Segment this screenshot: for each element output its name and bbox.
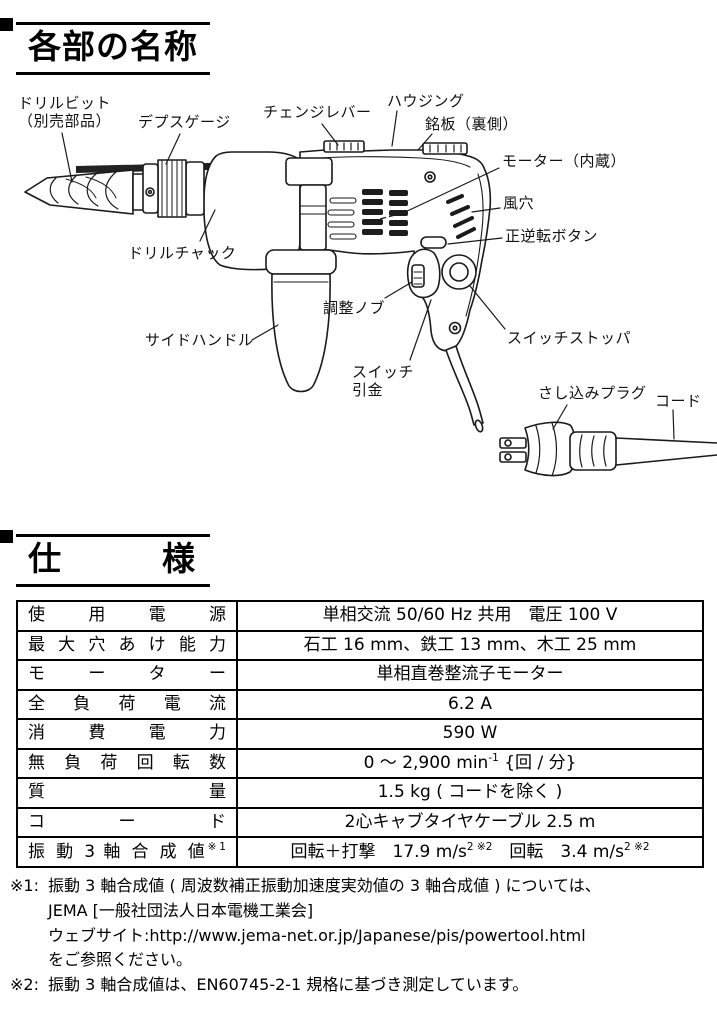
- part-label-switch-trigger: スイッチ 引金: [352, 363, 415, 399]
- motor-grille: [362, 189, 408, 236]
- spec-label-cell: モ ー タ ー: [16, 659, 238, 691]
- spec-section-title: 仕 様: [28, 539, 196, 578]
- spec-value-cell: 2心キャブタイヤケーブル 2.5 m: [236, 806, 704, 838]
- drill-bit-shape: [24, 169, 148, 215]
- part-label-drill-chuck: ドリルチャック: [128, 244, 237, 262]
- part-label-drill-bit: ドリルビット （別売部品）: [18, 94, 112, 130]
- leader-drill-bit: [61, 132, 73, 183]
- footnotes: ※1: 振動 3 軸合成値 ( 周波数補正振動加速度実効値の 3 軸合成値 ) …: [10, 874, 710, 998]
- spec-row-current: 全 負 荷 電 流 6.2 A: [16, 688, 704, 720]
- body-shape: [203, 140, 492, 352]
- footnote-2: ※2: 振動 3 軸合成値は、EN60745-2-1 規格に基づき測定しています…: [10, 973, 710, 998]
- part-label-switch-stopper: スイッチストッパ: [507, 329, 632, 347]
- spec-label-cell: 無 負 荷 回 転 数: [16, 747, 238, 779]
- spec-label-cell: 使 用 電 源: [16, 600, 238, 632]
- leader-switch-stopper: [469, 285, 506, 330]
- spec-value-cell: 590 W: [236, 718, 704, 750]
- spec-value-cell: 単相直巻整流子モーター: [236, 659, 704, 691]
- power-cord: [445, 345, 484, 433]
- side-handle-shape: [265, 157, 337, 393]
- section-header-parts: 各部の名称: [0, 18, 210, 75]
- leader-switch-trigger: [409, 299, 432, 361]
- spec-label-cell: 振 動 3 軸 合 成 値※1: [16, 836, 238, 868]
- parts-diagram: ドリルビット （別売部品） デプスゲージ チェンジレバー ハウジング 銘板（裏側…: [0, 88, 717, 524]
- footnote-1: ※1: 振動 3 軸合成値 ( 周波数補正振動加速度実効値の 3 軸合成値 ) …: [10, 874, 710, 973]
- leader-adjust-knob: [384, 281, 413, 299]
- part-label-air-vent: 風穴: [503, 194, 535, 212]
- spec-row-cord: コ ー ド 2心キャブタイヤケーブル 2.5 m: [16, 806, 704, 838]
- trigger-shape: [406, 248, 441, 299]
- spec-row-wattage: 消 費 電 力 590 W: [16, 718, 704, 750]
- leader-motor-dashed: [371, 212, 404, 222]
- footnote-marker: ※1:: [10, 876, 39, 895]
- parts-section-title: 各部の名称: [28, 27, 198, 66]
- spec-label-cell: 消 費 電 力: [16, 718, 238, 750]
- switch-stopper-shape: [441, 254, 477, 290]
- leader-plug: [552, 404, 568, 430]
- spec-value-cell: 回転＋打撃 17.9 m/s2 ※2 回転 3.4 m/s2 ※2: [236, 836, 704, 868]
- leader-reverse-button: [447, 237, 503, 245]
- leader-depth-gauge: [165, 133, 181, 165]
- leader-side-handle: [251, 324, 279, 341]
- spec-row-speed: 無 負 荷 回 転 数 0 ～ 2,900 min-1 {回 / 分}: [16, 747, 704, 779]
- chuck-shape: [142, 159, 205, 218]
- spec-row-motor: モ ー タ ー 単相直巻整流子モーター: [16, 659, 704, 691]
- header-square-icon: [0, 18, 13, 31]
- spec-label-cell: 質 量: [16, 777, 238, 809]
- part-label-cord: コード: [655, 392, 702, 410]
- part-label-plug: さし込みプラグ: [538, 384, 647, 402]
- footnote-line: をご参照ください。: [48, 950, 193, 970]
- spec-table: 使 用 電 源 単相交流 50/60 Hz 共用 電圧 100 V 最 大 穴 …: [16, 600, 704, 868]
- leader-cord: [672, 409, 675, 440]
- spec-row-power: 使 用 電 源 単相交流 50/60 Hz 共用 電圧 100 V: [16, 600, 704, 632]
- leader-lines: [61, 110, 675, 440]
- spec-row-capacity: 最 大 穴 あ け 能 力 石工 16 mm、鉄工 13 mm、木工 25 mm: [16, 629, 704, 661]
- part-label-depth-gauge: デプスゲージ: [138, 113, 231, 131]
- part-label-housing: ハウジング: [387, 92, 465, 110]
- leader-air-vent: [471, 207, 501, 213]
- footnote-line footnote-url: ウェブサイト:http://www.jema-net.or.jp/Japanes…: [48, 925, 586, 945]
- leader-motor: [402, 167, 500, 214]
- spec-value-cell: 石工 16 mm、鉄工 13 mm、木工 25 mm: [236, 629, 704, 661]
- footnote-marker: ※2:: [10, 975, 39, 995]
- section-header-spec: 仕 様: [0, 530, 210, 587]
- spec-label-cell: 最 大 穴 あ け 能 力: [16, 629, 238, 661]
- leader-change-lever: [321, 123, 339, 146]
- spec-row-weight: 質 量 1.5 kg ( コードを除く ): [16, 777, 704, 809]
- leader-housing: [391, 110, 398, 147]
- part-label-nameplate: 銘板（裏側）: [425, 115, 519, 133]
- spec-value-cell: 0 ～ 2,900 min-1 {回 / 分}: [236, 747, 704, 779]
- footnote-line: 振動 3 軸合成値 ( 周波数補正振動加速度実効値の 3 軸合成値 ) について…: [48, 876, 601, 895]
- header-square-icon: [0, 530, 13, 543]
- spec-value-cell: 6.2 A: [236, 688, 704, 720]
- part-label-side-handle: サイドハンドル: [145, 331, 254, 349]
- part-label-reverse-button: 正逆転ボタン: [505, 227, 599, 245]
- spec-value-cell: 1.5 kg ( コードを除く ): [236, 777, 704, 809]
- spec-label-cell: コ ー ド: [16, 806, 238, 838]
- footnote-line: JEMA [一般社団法人日本電機工業会]: [48, 900, 314, 920]
- leader-drill-chuck: [199, 209, 216, 242]
- plug-illustration: [499, 421, 717, 477]
- leader-nameplate: [417, 133, 433, 151]
- part-label-adjust-knob: 調整ノブ: [323, 299, 386, 317]
- footnote-line: 振動 3 軸合成値は、EN60745-2-1 規格に基づき測定しています。: [48, 975, 529, 995]
- part-label-motor: モーター（内蔵）: [502, 152, 627, 170]
- spec-label-cell: 全 負 荷 電 流: [16, 688, 238, 720]
- reverse-button-shape: [420, 236, 447, 249]
- spec-value-cell: 単相交流 50/60 Hz 共用 電圧 100 V: [236, 600, 704, 632]
- adjust-knob-shape: [411, 264, 425, 288]
- part-label-change-lever: チェンジレバー: [263, 103, 372, 121]
- drill-illustration: [24, 110, 717, 477]
- spec-row-vibration: 振 動 3 軸 合 成 値※1 回転＋打撃 17.9 m/s2 ※2 回転 3.…: [16, 836, 704, 868]
